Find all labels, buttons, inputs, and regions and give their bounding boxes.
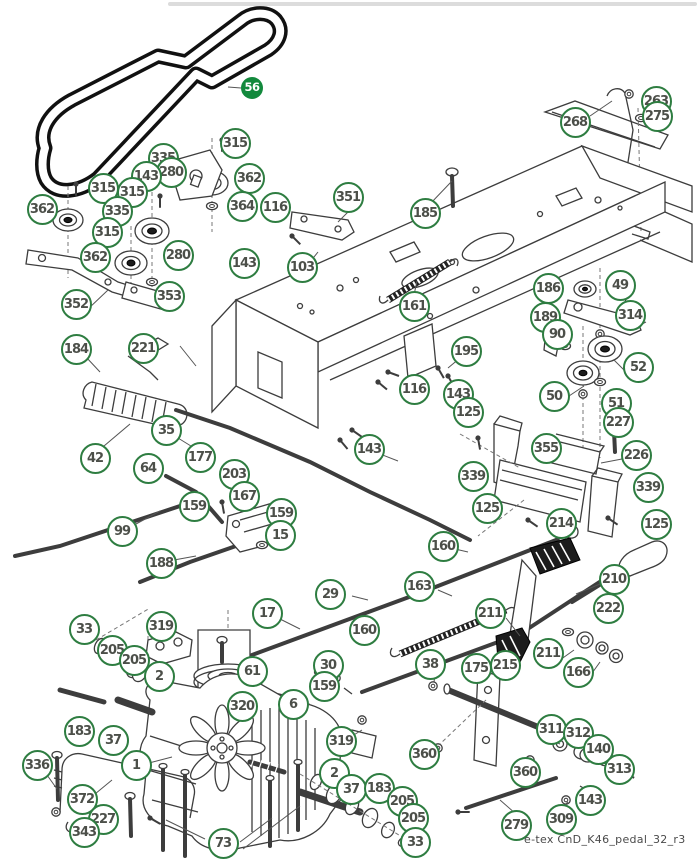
callout-116[interactable]: 116 xyxy=(398,373,430,405)
chassis-frame xyxy=(212,89,692,450)
callout-312[interactable]: 312 xyxy=(562,717,594,749)
callout-319[interactable]: 319 xyxy=(325,725,357,757)
callout-103[interactable]: 103 xyxy=(286,251,318,283)
callout-166[interactable]: 166 xyxy=(562,656,594,688)
callout-362[interactable]: 362 xyxy=(26,193,58,225)
callout-33[interactable]: 33 xyxy=(399,826,431,858)
diagram-watermark: e-tex CnD_K46_pedal_32_r3 xyxy=(524,833,686,846)
callout-143[interactable]: 143 xyxy=(228,247,260,279)
callout-183[interactable]: 183 xyxy=(63,715,95,747)
callout-279[interactable]: 279 xyxy=(500,809,532,841)
callout-159[interactable]: 159 xyxy=(178,490,210,522)
callout-61[interactable]: 61 xyxy=(236,655,268,687)
callout-29[interactable]: 29 xyxy=(314,578,346,610)
callout-280[interactable]: 280 xyxy=(162,239,194,271)
callout-339[interactable]: 339 xyxy=(632,471,664,503)
callout-227[interactable]: 227 xyxy=(602,406,634,438)
callout-362[interactable]: 362 xyxy=(79,241,111,273)
pedal-pivot-group xyxy=(496,538,667,670)
callout-360[interactable]: 360 xyxy=(509,756,541,788)
callout-183[interactable]: 183 xyxy=(363,772,395,804)
drive-belt xyxy=(43,14,281,191)
top-divider xyxy=(168,2,697,6)
support-bracket-351 xyxy=(286,212,354,246)
callout-167[interactable]: 167 xyxy=(228,480,260,512)
callout-37[interactable]: 37 xyxy=(97,724,129,756)
callout-268[interactable]: 268 xyxy=(559,106,591,138)
callout-35[interactable]: 35 xyxy=(150,414,182,446)
callout-311[interactable]: 311 xyxy=(535,713,567,745)
callout-15[interactable]: 15 xyxy=(264,519,296,551)
callout-355[interactable]: 355 xyxy=(530,432,562,464)
callout-160[interactable]: 160 xyxy=(348,614,380,646)
callout-143[interactable]: 143 xyxy=(353,433,385,465)
stabilizer-rod-group xyxy=(51,752,195,837)
callout-185[interactable]: 185 xyxy=(409,197,441,229)
callout-50[interactable]: 50 xyxy=(538,380,570,412)
tension-spring-161 xyxy=(379,259,458,303)
callout-315[interactable]: 315 xyxy=(87,172,119,204)
callout-320[interactable]: 320 xyxy=(226,690,258,722)
callout-64[interactable]: 64 xyxy=(132,452,164,484)
callout-90[interactable]: 90 xyxy=(541,318,573,350)
callout-1[interactable]: 1 xyxy=(120,749,152,781)
callout-42[interactable]: 42 xyxy=(79,442,111,474)
callout-309[interactable]: 309 xyxy=(545,803,577,835)
callout-73[interactable]: 73 xyxy=(207,827,239,859)
callout-195[interactable]: 195 xyxy=(450,335,482,367)
callout-37[interactable]: 37 xyxy=(335,773,367,805)
callout-226[interactable]: 226 xyxy=(620,439,652,471)
callout-319[interactable]: 319 xyxy=(145,610,177,642)
callout-184[interactable]: 184 xyxy=(60,333,92,365)
callout-313[interactable]: 313 xyxy=(603,753,635,785)
callout-314[interactable]: 314 xyxy=(614,299,646,331)
callout-221[interactable]: 221 xyxy=(127,332,159,364)
callout-362[interactable]: 362 xyxy=(233,162,265,194)
callout-211[interactable]: 211 xyxy=(532,637,564,669)
callout-52[interactable]: 52 xyxy=(622,351,654,383)
callout-6[interactable]: 6 xyxy=(277,688,309,720)
callout-125[interactable]: 125 xyxy=(452,396,484,428)
callout-315[interactable]: 315 xyxy=(219,127,251,159)
callout-161[interactable]: 161 xyxy=(398,290,430,322)
callout-177[interactable]: 177 xyxy=(184,441,216,473)
callout-56[interactable]: 56 xyxy=(241,77,263,99)
callout-143[interactable]: 143 xyxy=(574,784,606,816)
callout-38[interactable]: 38 xyxy=(414,648,446,680)
callout-186[interactable]: 186 xyxy=(532,272,564,304)
callout-159[interactable]: 159 xyxy=(308,670,340,702)
callout-188[interactable]: 188 xyxy=(145,547,177,579)
callout-351[interactable]: 351 xyxy=(332,181,364,213)
callout-214[interactable]: 214 xyxy=(545,507,577,539)
callout-210[interactable]: 210 xyxy=(598,563,630,595)
callout-175[interactable]: 175 xyxy=(460,652,492,684)
callout-336[interactable]: 336 xyxy=(21,749,53,781)
callout-33[interactable]: 33 xyxy=(68,613,100,645)
callout-211[interactable]: 211 xyxy=(474,597,506,629)
callout-116[interactable]: 116 xyxy=(259,191,291,223)
pedal-shaft-group xyxy=(433,670,637,818)
callout-339[interactable]: 339 xyxy=(457,460,489,492)
callout-160[interactable]: 160 xyxy=(427,530,459,562)
callout-343[interactable]: 343 xyxy=(68,816,100,848)
callout-2[interactable]: 2 xyxy=(143,660,175,692)
callout-215[interactable]: 215 xyxy=(489,649,521,681)
callout-372[interactable]: 372 xyxy=(66,783,98,815)
callout-364[interactable]: 364 xyxy=(226,190,258,222)
callout-17[interactable]: 17 xyxy=(251,597,283,629)
callout-163[interactable]: 163 xyxy=(403,570,435,602)
callout-360[interactable]: 360 xyxy=(408,738,440,770)
callout-125[interactable]: 125 xyxy=(471,492,503,524)
callout-222[interactable]: 222 xyxy=(592,592,624,624)
carriage-bolt xyxy=(446,168,458,206)
callout-99[interactable]: 99 xyxy=(106,515,138,547)
callout-352[interactable]: 352 xyxy=(60,288,92,320)
callout-49[interactable]: 49 xyxy=(604,269,636,301)
callout-353[interactable]: 353 xyxy=(153,280,185,312)
callout-125[interactable]: 125 xyxy=(640,508,672,540)
spindle-cluster xyxy=(544,268,641,458)
callout-275[interactable]: 275 xyxy=(641,100,673,132)
